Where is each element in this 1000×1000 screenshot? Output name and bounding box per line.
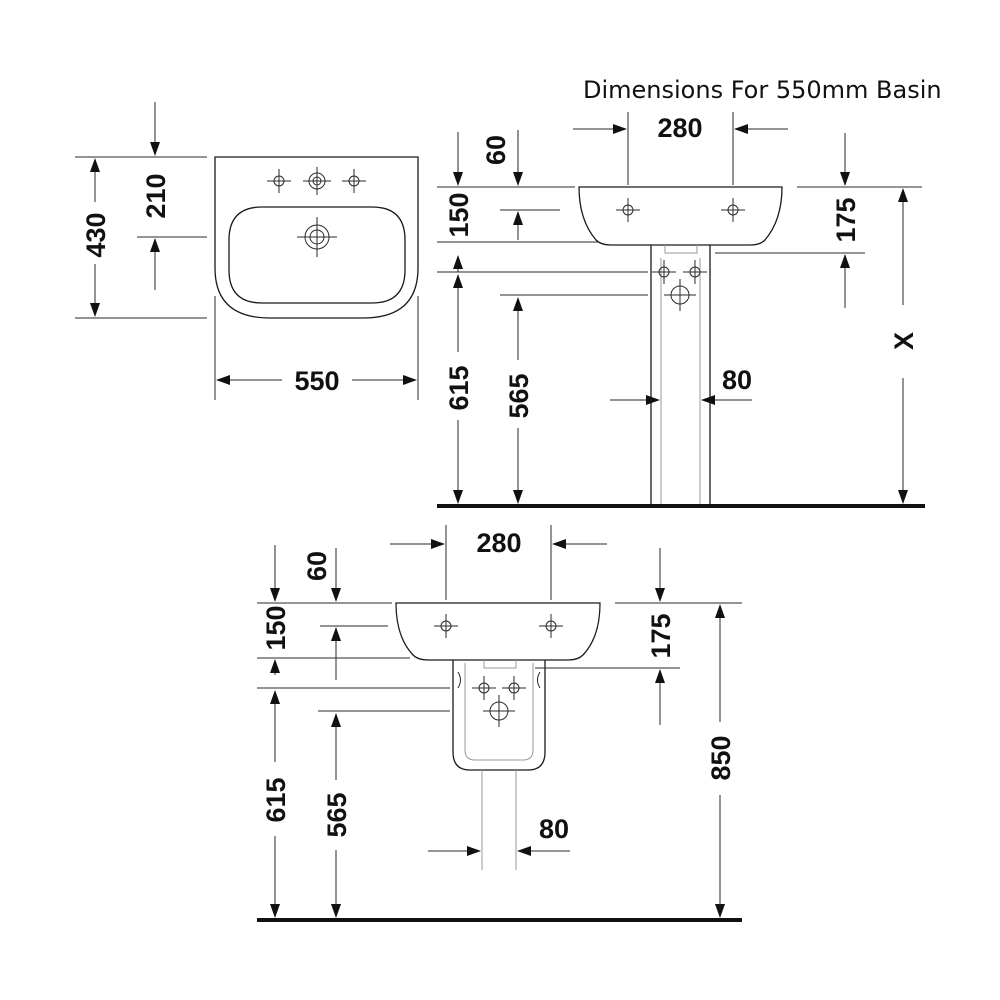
pedestal-565-label: 565 xyxy=(504,373,534,418)
semi-rim-height-dimension: 850 xyxy=(706,604,736,918)
semi-overflow-dimension: 60 xyxy=(257,548,392,680)
pedestal-tap-right-icon xyxy=(720,197,746,223)
pedestal-tap-left-icon xyxy=(615,197,641,223)
plan-view: 430 210 550 xyxy=(75,102,419,400)
plan-tap-offset-dimension: 210 xyxy=(137,102,207,290)
semi-565-dimension: 565 xyxy=(322,713,352,918)
semi-fixing-left-icon xyxy=(471,675,497,701)
pedestal-waste-outlet xyxy=(664,245,698,254)
semi-hidden-pipes xyxy=(481,770,517,870)
pedestal-fixing-left-icon xyxy=(651,259,677,285)
plan-tap-hole-left-icon xyxy=(266,168,292,194)
semi-pedestal-outline xyxy=(452,660,546,771)
plan-width-dimension: 550 xyxy=(214,296,419,400)
pedestal-height-dimension: X xyxy=(889,188,919,504)
semi-wall-fixings xyxy=(457,671,541,689)
plan-basin-outline xyxy=(214,156,419,319)
semi-tap-centers-label: 280 xyxy=(476,528,521,558)
plan-tap-offset-label: 210 xyxy=(141,173,171,218)
semi-fixing-right-icon xyxy=(501,675,527,701)
semi-basin-depth-dimension: 175 xyxy=(535,548,742,725)
semi-trap-icon xyxy=(483,695,515,727)
pedestal-overflow-label: 60 xyxy=(481,135,511,165)
pedestal-view: 280 60 150 615 565 80 xyxy=(437,112,925,508)
semi-waste-dimension: 150 xyxy=(257,545,450,712)
pedestal-basin-outline xyxy=(578,186,783,246)
semi-basin-depth-label: 175 xyxy=(646,613,676,658)
pedestal-basin-depth-label: 175 xyxy=(831,197,861,242)
plan-tap-hole-center-icon xyxy=(303,167,331,195)
pedestal-column xyxy=(650,245,711,505)
semi-waste-label: 150 xyxy=(261,605,291,650)
pedestal-hidden-pipes xyxy=(660,258,701,505)
semi-overflow-label: 60 xyxy=(302,551,332,581)
pedestal-waste-dimension: 150 xyxy=(437,132,648,296)
semi-pedestal-view: 280 60 150 615 565 80 xyxy=(257,525,742,922)
pedestal-tap-centers-dimension: 280 xyxy=(573,112,788,185)
semi-rim-height-label: 850 xyxy=(706,735,736,780)
pedestal-overflow-dimension: 60 xyxy=(437,130,575,240)
pedestal-waste-label: 150 xyxy=(444,192,474,237)
semi-615-label: 615 xyxy=(261,777,291,822)
pedestal-pipe-centers-dimension: 80 xyxy=(610,365,752,405)
semi-565-label: 565 xyxy=(322,792,352,837)
pedestal-trap-icon xyxy=(664,279,696,311)
plan-depth-label: 430 xyxy=(81,212,111,257)
semi-tap-right-icon xyxy=(538,613,564,639)
semi-pipe-centers-label: 80 xyxy=(539,814,569,844)
diagram-title: Dimensions For 550mm Basin xyxy=(583,76,942,104)
pedestal-615-label: 615 xyxy=(444,365,474,410)
pedestal-pipe-centers-label: 80 xyxy=(722,365,752,395)
pedestal-fixing-right-icon xyxy=(682,259,708,285)
semi-basin-outline xyxy=(395,602,601,661)
semi-inner-outline xyxy=(464,663,534,761)
semi-tap-left-icon xyxy=(433,613,459,639)
plan-drain-icon xyxy=(297,217,337,257)
pedestal-height-label: X xyxy=(889,332,919,350)
pedestal-565-dimension: 565 xyxy=(504,297,534,504)
plan-basin-bowl xyxy=(228,206,406,304)
semi-tap-centers-dimension: 280 xyxy=(390,525,607,600)
semi-615-dimension: 615 xyxy=(261,690,291,918)
pedestal-615-dimension: 615 xyxy=(444,274,474,504)
plan-width-label: 550 xyxy=(294,366,339,396)
plan-tap-hole-right-icon xyxy=(341,168,367,194)
pedestal-basin-depth-dimension: 175 xyxy=(715,133,922,308)
semi-waste-outlet xyxy=(483,660,517,669)
pedestal-tap-centers-label: 280 xyxy=(657,113,702,143)
semi-pipe-centers-dimension: 80 xyxy=(428,814,570,856)
plan-depth-dimension: 430 xyxy=(75,156,207,319)
